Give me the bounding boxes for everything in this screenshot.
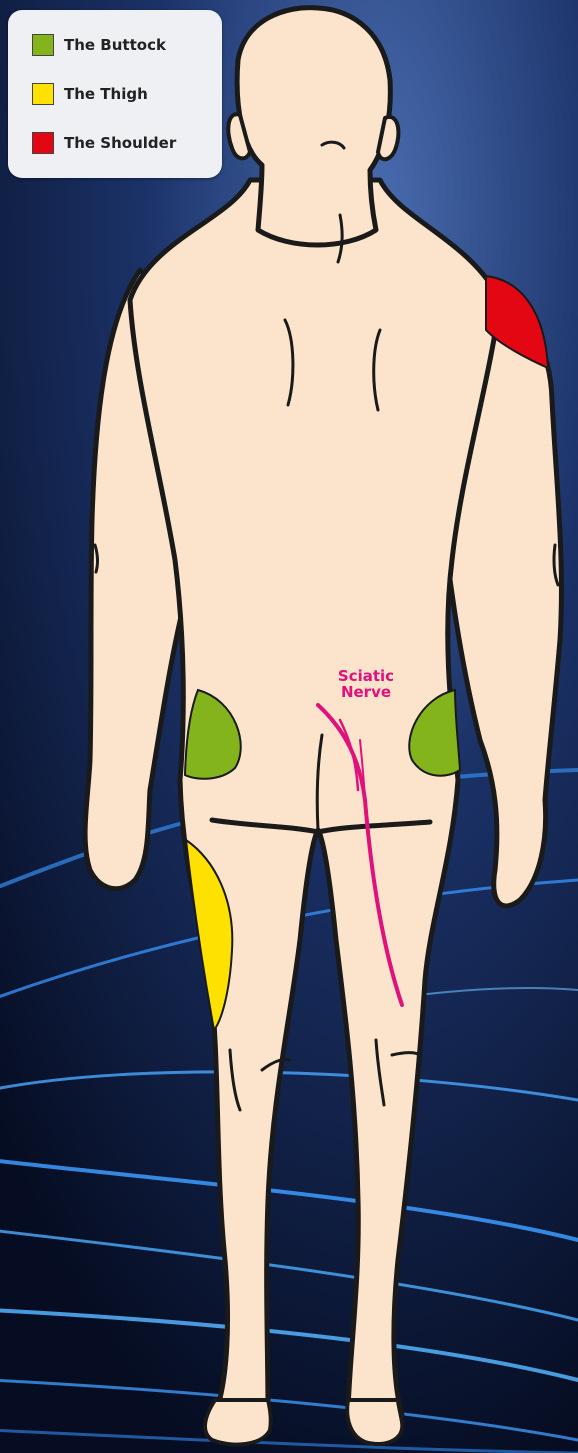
nerve-label-line2: Nerve <box>330 684 402 700</box>
shoulder-swatch <box>32 132 54 154</box>
legend-item-thigh: The Thigh <box>32 81 148 107</box>
legend-item-buttock: The Buttock <box>32 32 166 58</box>
legend: The Buttock The Thigh The Shoulder <box>8 10 222 178</box>
thigh-swatch <box>32 83 54 105</box>
legend-label-buttock: The Buttock <box>64 36 166 54</box>
legend-item-shoulder: The Shoulder <box>32 130 176 156</box>
buttock-swatch <box>32 34 54 56</box>
nerve-label-line1: Sciatic <box>330 668 402 684</box>
sciatic-nerve-label: Sciatic Nerve <box>330 668 402 700</box>
legend-label-thigh: The Thigh <box>64 85 148 103</box>
legend-label-shoulder: The Shoulder <box>64 134 176 152</box>
